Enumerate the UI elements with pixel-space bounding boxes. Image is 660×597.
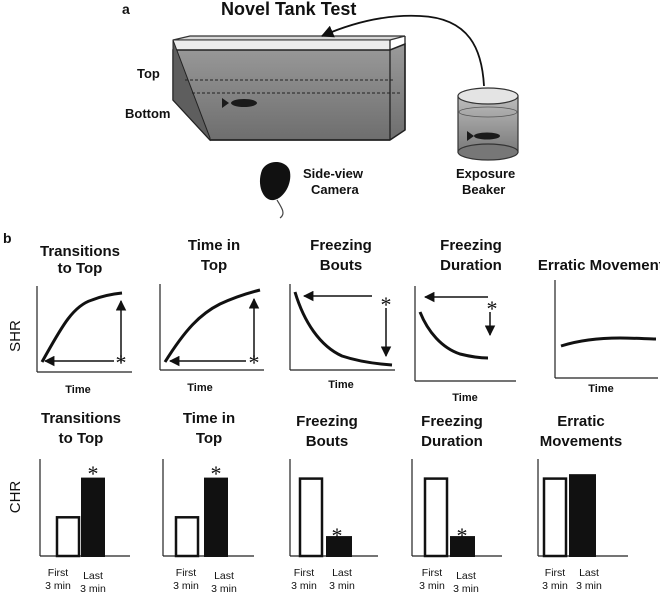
first-label-line2: 3 min — [419, 580, 445, 592]
shr-row: Transitions to Top * Time Time in Top * — [36, 237, 660, 404]
exposure-beaker — [457, 87, 519, 161]
tank-fish-icon — [222, 98, 257, 108]
shr-panel-freezing-bouts: Freezing Bouts * Time — [289, 237, 395, 391]
last-3min-bar — [204, 477, 228, 558]
trend-curve — [40, 291, 123, 363]
last-label-line2: 3 min — [453, 583, 479, 595]
panel-a: a Novel Tank Test Top Bottom — [122, 0, 519, 219]
first-label-line2: 3 min — [173, 580, 199, 592]
chr-title-line1: Freezing — [421, 413, 483, 430]
last-label-line2: 3 min — [329, 580, 355, 592]
last-3min-bar — [81, 477, 105, 558]
last-label-line1: Last — [83, 570, 103, 582]
significance-asterisk: * — [211, 461, 222, 486]
shr-title-line2: Bouts — [320, 257, 363, 274]
camera-icon — [259, 161, 291, 219]
time-axis-label: Time — [452, 392, 477, 404]
last-label-line1: Last — [214, 570, 234, 582]
last-3min-bar — [326, 536, 352, 558]
shr-panel-freezing-duration: Freezing Duration * Time — [414, 237, 516, 404]
shr-title-line1: Transitions — [40, 243, 120, 260]
shr-title-line1: Freezing — [310, 237, 372, 254]
novel-tank — [172, 35, 406, 142]
beaker-fish-icon — [467, 131, 500, 141]
first-3min-bar — [55, 516, 81, 558]
last-3min-bar — [450, 536, 475, 558]
chr-title-line2: to Top — [59, 430, 104, 447]
trend-curve — [560, 336, 657, 348]
last-label-line2: 3 min — [80, 583, 106, 595]
shr-panel-transitions: Transitions to Top * Time — [36, 243, 132, 396]
first-label-line1: First — [422, 567, 442, 579]
last-label-line1: Last — [579, 567, 599, 579]
trend-curve — [293, 291, 393, 367]
last-label-line2: 3 min — [211, 583, 237, 595]
shr-title-line2: to Top — [58, 260, 103, 277]
shr-title-line2: Duration — [440, 257, 502, 274]
first-3min-bar — [423, 477, 449, 558]
chr-row: Transitions to Top Time in Top Freezing … — [39, 410, 628, 595]
last-label-line1: Last — [332, 567, 352, 579]
first-label-line2: 3 min — [291, 580, 317, 592]
row-label-shr: SHR — [7, 320, 24, 352]
time-axis-label: Time — [588, 383, 613, 395]
first-3min-bar — [174, 516, 200, 558]
significance-asterisk: * — [457, 523, 468, 548]
beaker-label-line1: Exposure — [456, 166, 515, 181]
first-label-line2: 3 min — [45, 580, 71, 592]
transfer-arrow — [320, 14, 485, 87]
trend-curve — [418, 311, 489, 360]
shr-panel-time-in-top: Time in Top * Time — [159, 237, 264, 394]
last-3min-bar — [569, 474, 596, 557]
camera-label-line2: Camera — [311, 182, 359, 197]
panel-b: b SHR CHR Transitions to Top * Time Time… — [3, 230, 660, 595]
bottom-label: Bottom — [125, 106, 171, 121]
last-label-line1: Last — [456, 570, 476, 582]
significance-asterisk: * — [487, 296, 498, 321]
shr-title-line1: Time in — [188, 237, 240, 254]
chr-title-line2: Duration — [421, 433, 483, 450]
shr-title-line2: Erratic Movements — [538, 257, 660, 274]
time-axis-label: Time — [65, 384, 90, 396]
chr-title-line2: Movements — [540, 433, 623, 450]
significance-asterisk: * — [116, 350, 127, 375]
panel-b-letter: b — [3, 230, 12, 246]
last-label-line2: 3 min — [576, 580, 602, 592]
camera-label-line1: Side-view — [303, 166, 364, 181]
beaker-label-line2: Beaker — [462, 182, 505, 197]
significance-asterisk: * — [381, 292, 392, 317]
top-label: Top — [137, 66, 160, 81]
chr-title-line1: Erratic — [557, 413, 605, 430]
first-label-line2: 3 min — [542, 580, 568, 592]
first-label-line1: First — [48, 567, 68, 579]
shr-title-line2: Top — [201, 257, 227, 274]
shr-panel-erratic-movements: Erratic Movements Time — [538, 257, 660, 395]
first-label-line1: First — [294, 567, 314, 579]
chr-title-line1: Freezing — [296, 413, 358, 430]
significance-asterisk: * — [88, 461, 99, 486]
trend-curve — [163, 288, 261, 363]
shr-title-line1: Freezing — [440, 237, 502, 254]
chr-title-line1: Time in — [183, 410, 235, 427]
time-axis-label: Time — [328, 379, 353, 391]
chr-title-line2: Bouts — [306, 433, 349, 450]
significance-asterisk: * — [249, 350, 260, 375]
time-axis-label: Time — [187, 382, 212, 394]
first-3min-bar — [298, 477, 324, 558]
first-label-line1: First — [176, 567, 196, 579]
significance-asterisk: * — [332, 523, 343, 548]
tank-test-title: Novel Tank Test — [221, 0, 356, 19]
first-3min-bar — [542, 477, 568, 558]
chr-title-line1: Transitions — [41, 410, 121, 427]
chr-title-line2: Top — [196, 430, 222, 447]
first-label-line1: First — [545, 567, 565, 579]
panel-a-letter: a — [122, 1, 130, 17]
row-label-chr: CHR — [7, 481, 24, 514]
